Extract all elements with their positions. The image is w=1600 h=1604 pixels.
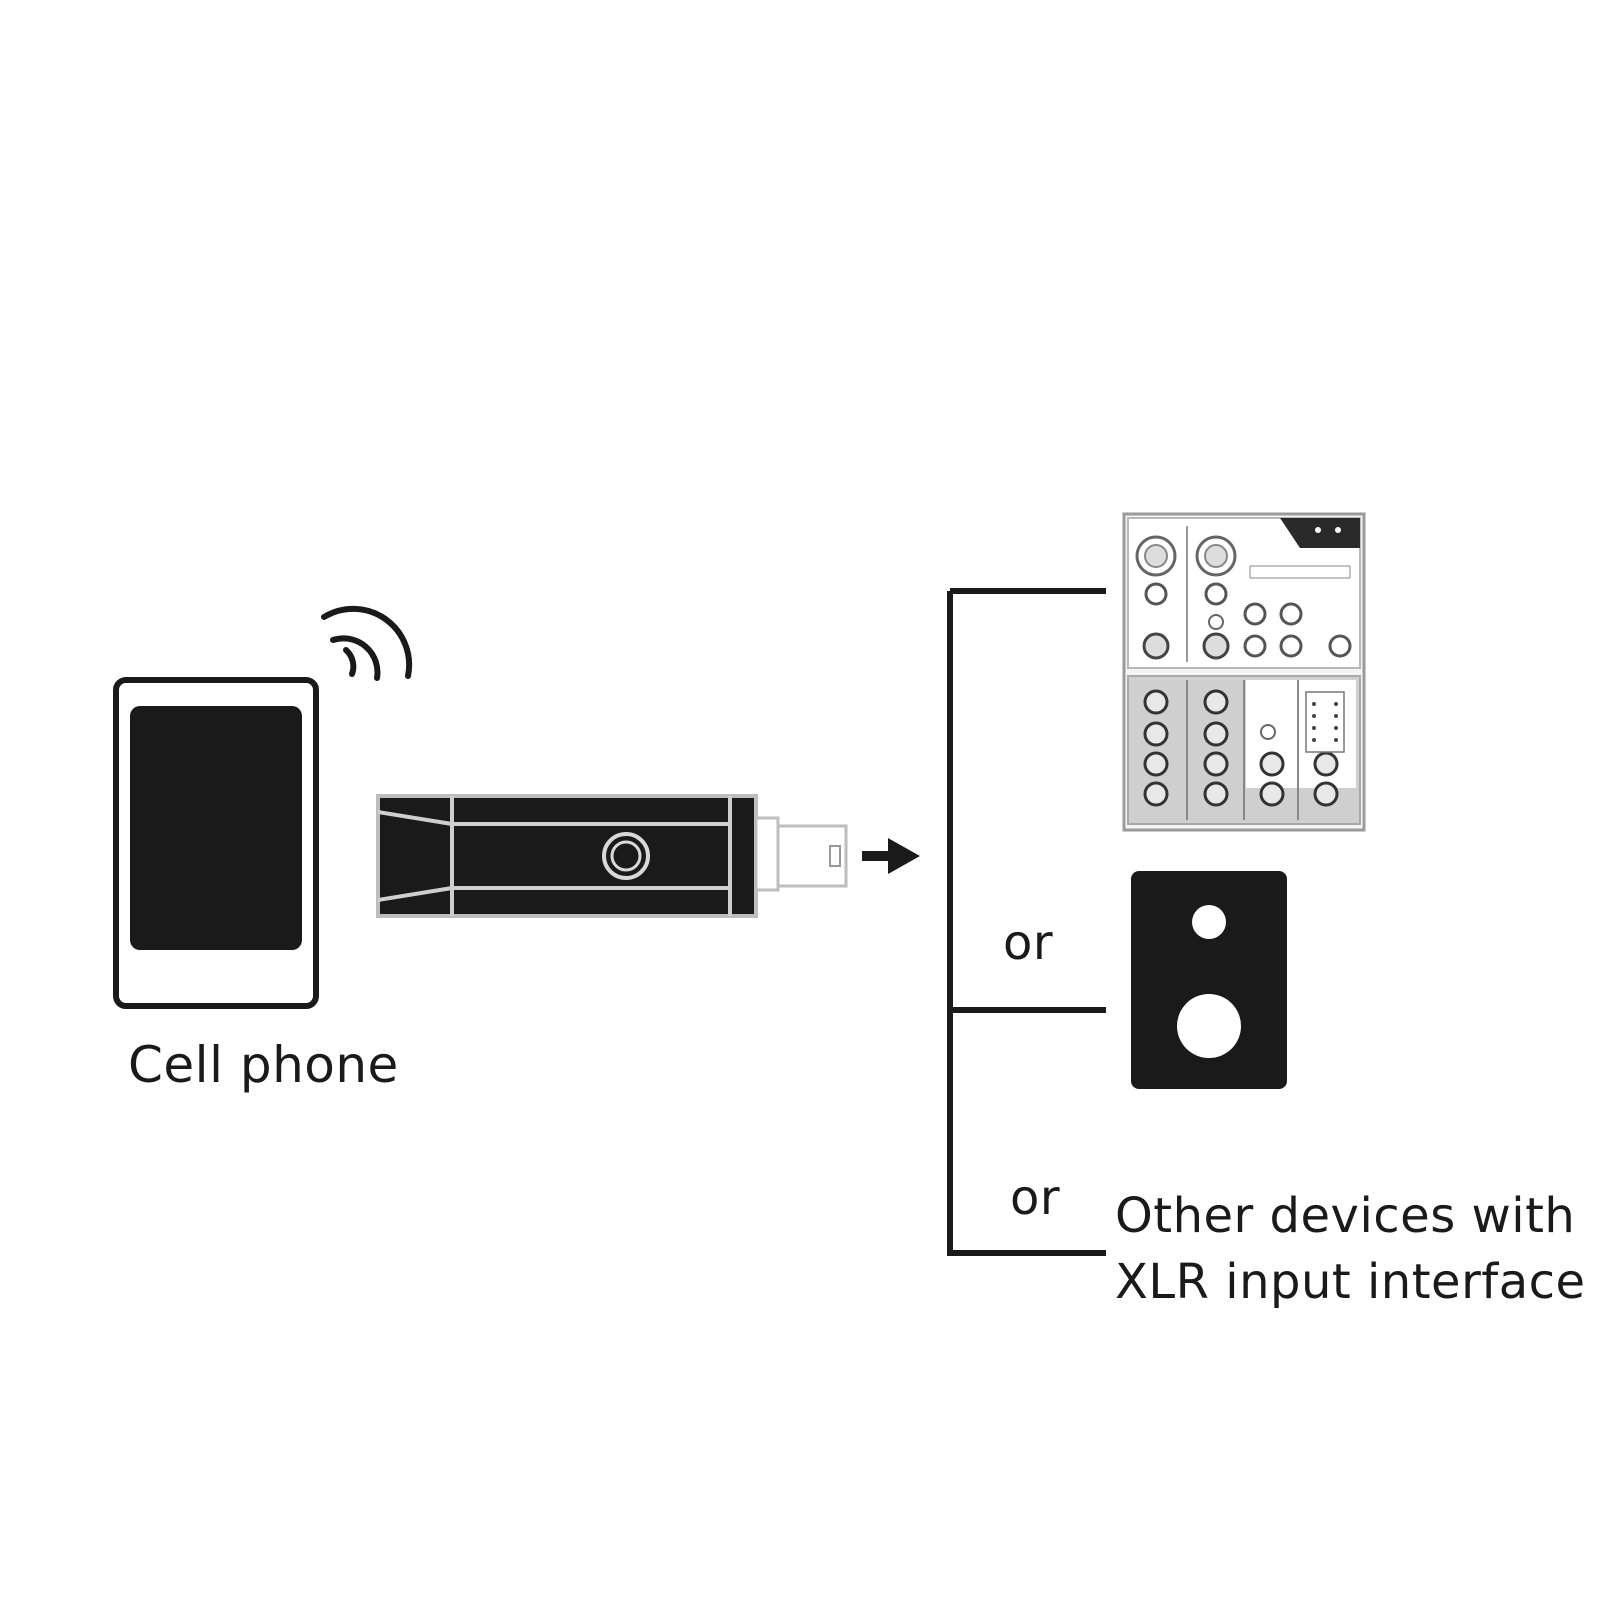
speaker-icon [1131, 871, 1287, 1089]
wireless-signal-icon [321, 605, 413, 681]
or-label-second: or [1010, 1170, 1061, 1226]
other-devices-line-2: XLR input interface [1115, 1254, 1586, 1310]
cell-phone-label: Cell phone [128, 1036, 399, 1094]
other-devices-line-1: Other devices with [1115, 1188, 1576, 1244]
or-label-first: or [1003, 915, 1054, 971]
audio-mixer-icon [1122, 512, 1366, 832]
connection-bracket [947, 588, 1106, 1256]
right-arrow-icon [862, 838, 920, 874]
xlr-receiver-dongle-icon [376, 794, 848, 918]
other-devices-label: Other devices with XLR input interface [1115, 1183, 1586, 1315]
mobile-phone-icon [113, 677, 319, 1009]
